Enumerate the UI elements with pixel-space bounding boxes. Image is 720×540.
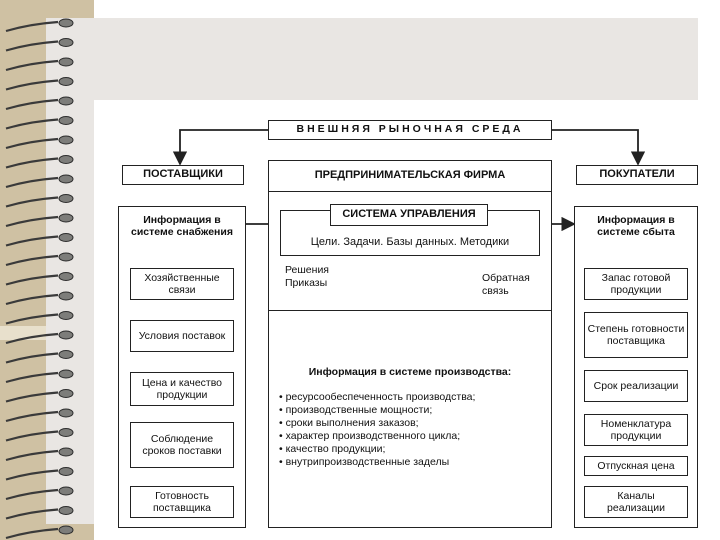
supplier-item: Соблюдение сроков поставки — [130, 422, 234, 468]
firm-header: ПРЕДПРИНИМАТЕЛЬСКАЯ ФИРМА — [268, 160, 552, 192]
production-info-title: Информация в системе производства: — [268, 366, 552, 379]
customer-item: Срок реализации — [584, 370, 688, 402]
arrow-env-to-customers — [552, 130, 638, 164]
customer-item: Каналы реализации — [584, 486, 688, 518]
customer-item: Запас готовой продукции — [584, 268, 688, 300]
sales-info-box — [574, 206, 698, 528]
supplier-item: Готовность поставщика — [130, 486, 234, 518]
suppliers-info-box — [118, 206, 246, 528]
suppliers-header: ПОСТАВЩИКИ — [122, 165, 244, 185]
production-list-item: • ресурсообеспеченность производства; — [279, 391, 475, 404]
suppliers-info-title: Информация в системе снабжения — [130, 214, 234, 238]
arrow-env-to-suppliers — [180, 130, 268, 164]
production-list-item: • качество продукции; — [279, 443, 385, 456]
production-list-item: • сроки выполнения заказов; — [279, 417, 419, 430]
decisions-label: Решения Приказы — [285, 264, 340, 290]
supplier-item: Условия поставок — [130, 320, 234, 352]
production-list-item: • производственные мощности; — [279, 404, 432, 417]
sales-info-title: Информация в системе сбыта — [584, 214, 688, 238]
supplier-item: Цена и качество продукции — [130, 372, 234, 406]
feedback-label: Обратная связь — [482, 272, 542, 298]
management-system-title: СИСТЕМА УПРАВЛЕНИЯ — [330, 204, 488, 226]
customers-header: ПОКУПАТЕЛИ — [576, 165, 698, 185]
production-list-item: • характер производственного цикла; — [279, 430, 460, 443]
customer-item: Отпускная цена — [584, 456, 688, 476]
customer-item: Номенклатура продукции — [584, 414, 688, 446]
production-list-item: • внутрипроизводственные заделы — [279, 456, 449, 469]
external-environment-box: ВНЕШНЯЯ РЫНОЧНАЯ СРЕДА — [268, 120, 552, 140]
customer-item: Степень готовности поставщика — [584, 312, 688, 358]
supplier-item: Хозяйственные связи — [130, 268, 234, 300]
management-system-subtitle: Цели. Задачи. Базы данных. Методики — [280, 236, 540, 249]
